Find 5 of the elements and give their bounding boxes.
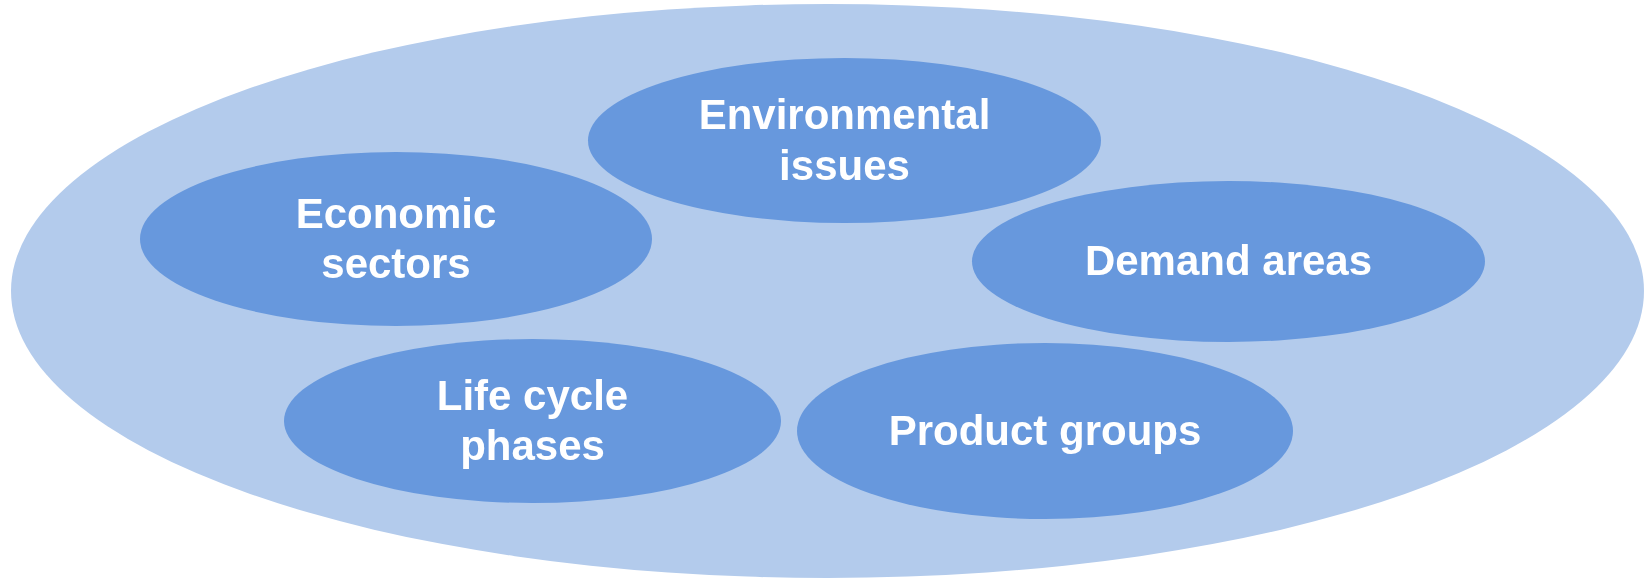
topic-label: Demand areas xyxy=(1084,236,1373,287)
topic-label: Environmental issues xyxy=(697,90,992,191)
topic-label: Life cycle phases xyxy=(435,370,630,471)
topic-label: Economic sectors xyxy=(294,188,498,289)
topic-label: Product groups xyxy=(888,405,1202,456)
